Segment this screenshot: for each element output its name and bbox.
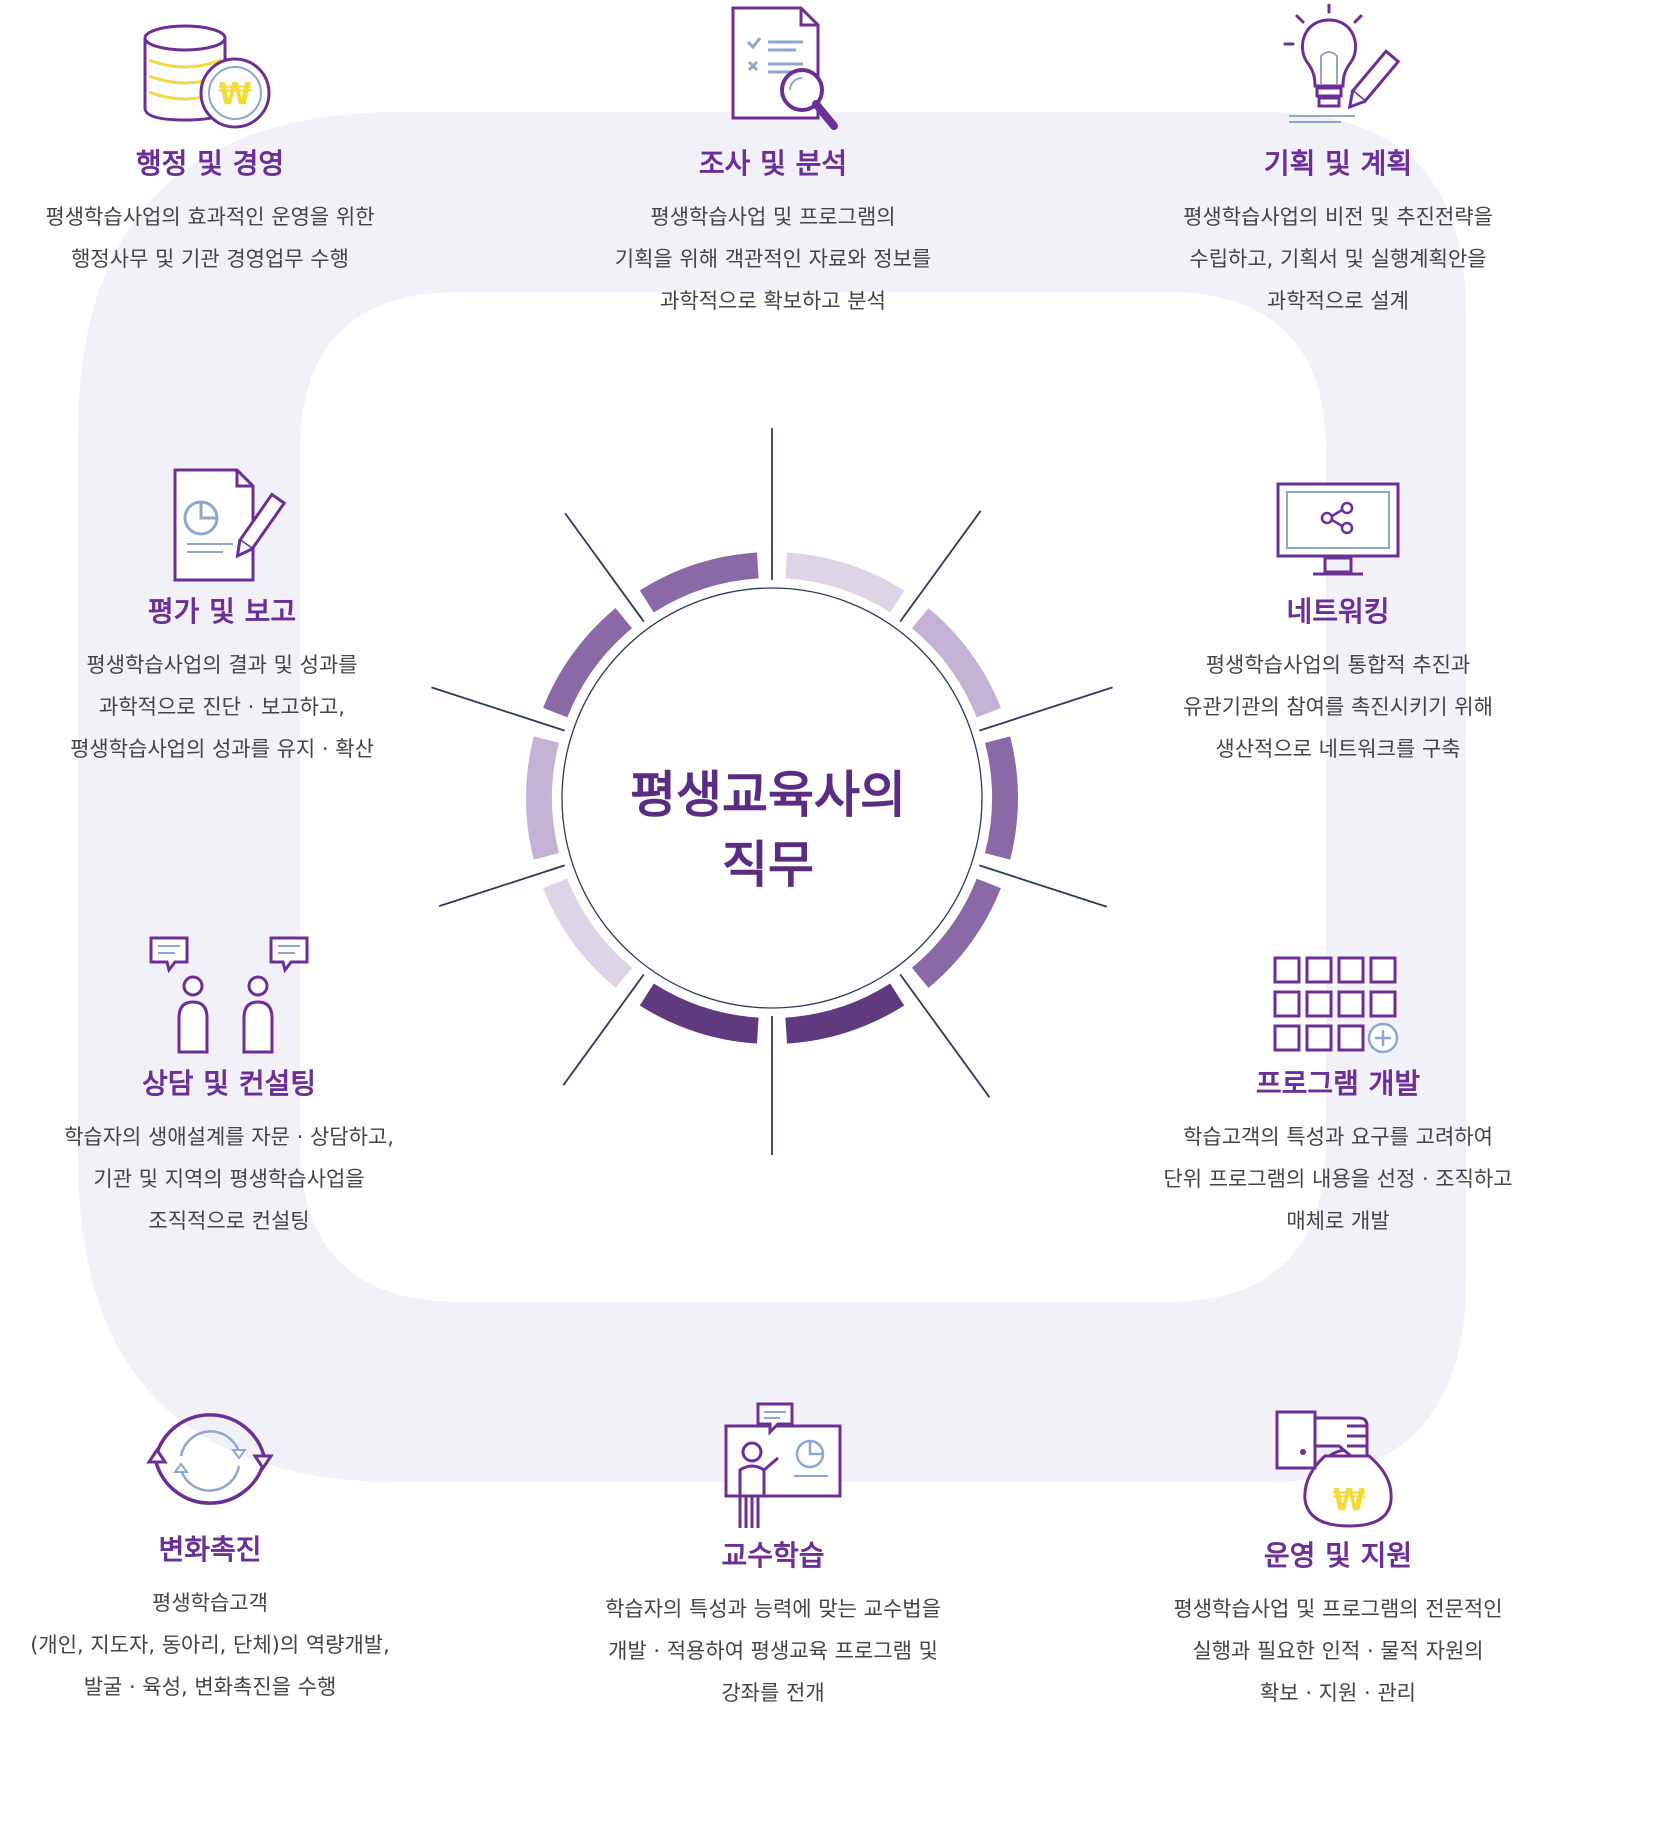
desc-line: 개발 · 적용하여 평생교육 프로그램 및 bbox=[608, 1639, 938, 1663]
desc-line: 평생학습사업의 효과적인 운영을 위한 bbox=[45, 205, 375, 229]
card-support: ₩ 운영 및 지원 평생학습사업 및 프로그램의 전문적인 실행과 필요한 인적… bbox=[1128, 1400, 1548, 1714]
radial-divider bbox=[562, 973, 645, 1086]
ring-segment bbox=[639, 983, 759, 1044]
desc-line: 실행과 필요한 인적 · 물적 자원의 bbox=[1192, 1639, 1484, 1663]
card-title-change: 변화촉진 bbox=[158, 1533, 262, 1566]
card-desc-planning: 평생학습사업의 비전 및 추진전략을 수립하고, 기획서 및 실행계획안을 과학… bbox=[1128, 196, 1548, 322]
cycle-arrows-icon bbox=[146, 1413, 274, 1505]
radial-divider bbox=[899, 973, 991, 1098]
lightbulb-pencil-icon bbox=[1283, 4, 1401, 123]
desc-line: 평생학습사업의 비전 및 추진전략을 bbox=[1183, 205, 1493, 229]
card-title-consult: 상담 및 컨설팅 bbox=[141, 1067, 317, 1100]
card-evaluation: 평가 및 보고 평생학습사업의 결과 및 성과를 과학적으로 진단 · 보고하고… bbox=[12, 466, 432, 770]
radial-divider bbox=[438, 864, 565, 908]
card-title-program: 프로그램 개발 bbox=[1255, 1067, 1421, 1100]
ring-segment bbox=[785, 983, 905, 1044]
card-planning: 기획 및 계획 평생학습사업의 비전 및 추진전략을 수립하고, 기획서 및 실… bbox=[1128, 4, 1548, 322]
center-title-line-1: 평생교육사의 bbox=[630, 766, 906, 824]
radial-divider bbox=[979, 686, 1113, 732]
card-title-teaching: 교수학습 bbox=[721, 1539, 825, 1572]
card-consult: 상담 및 컨설팅 학습자의 생애설계를 자문 · 상담하고, 기관 및 지역의 … bbox=[19, 934, 439, 1242]
two-people-chat-icon bbox=[149, 936, 309, 1054]
inner-ring bbox=[561, 587, 983, 1009]
radial-divider bbox=[564, 512, 645, 623]
card-desc-network: 평생학습사업의 통합적 추진과 유관기관의 참여를 촉진시키기 위해 생산적으로… bbox=[1128, 644, 1548, 770]
monitor-share-icon bbox=[1276, 482, 1400, 576]
desc-line: 과학적으로 확보하고 분석 bbox=[660, 289, 886, 313]
radial-divider bbox=[899, 510, 982, 623]
desc-line: 평생학습고객 bbox=[152, 1591, 268, 1615]
presenter-board-icon bbox=[724, 1402, 842, 1528]
coin-stack-won-icon: ₩ bbox=[143, 24, 271, 129]
desc-line: 확보 · 지원 · 관리 bbox=[1260, 1681, 1416, 1705]
card-desc-admin: 평생학습사업의 효과적인 운영을 위한 행정사무 및 기관 경영업무 수행 bbox=[0, 196, 420, 280]
ring-segment bbox=[785, 552, 905, 613]
desc-line: 과학적으로 설계 bbox=[1267, 289, 1409, 313]
radial-divider bbox=[979, 864, 1108, 908]
card-desc-program: 학습고객의 특성과 요구를 고려하여 단위 프로그램의 내용을 선정 · 조직하… bbox=[1128, 1116, 1548, 1242]
card-program: 프로그램 개발 학습고객의 특성과 요구를 고려하여 단위 프로그램의 내용을 … bbox=[1128, 954, 1548, 1242]
card-desc-teaching: 학습자의 특성과 능력에 맞는 교수법을 개발 · 적용하여 평생교육 프로그램… bbox=[563, 1588, 983, 1714]
grid-add-icon bbox=[1273, 956, 1399, 1054]
desc-line: 평생학습사업 및 프로그램의 bbox=[650, 205, 896, 229]
desc-line: 강좌를 전개 bbox=[721, 1681, 825, 1705]
desc-line: 평생학습사업의 성과를 유지 · 확산 bbox=[70, 737, 374, 761]
document-magnifier-icon bbox=[731, 6, 838, 130]
desc-line: 발굴 · 육성, 변화촉진을 수행 bbox=[83, 1675, 337, 1699]
desc-line: 조직적으로 컨설팅 bbox=[148, 1209, 310, 1233]
radial-divider bbox=[431, 686, 565, 732]
card-title-evaluation: 평가 및 보고 bbox=[147, 595, 297, 628]
card-title-research: 조사 및 분석 bbox=[698, 147, 848, 180]
card-change: 변화촉진 평생학습고객 (개인, 지도자, 동아리, 단체)의 역량개발, 발굴… bbox=[0, 1400, 420, 1708]
desc-line: 행정사무 및 기관 경영업무 수행 bbox=[71, 247, 349, 271]
card-teaching: 교수학습 학습자의 특성과 능력에 맞는 교수법을 개발 · 적용하여 평생교육… bbox=[563, 1400, 983, 1714]
desc-line: 유관기관의 참여를 촉진시키기 위해 bbox=[1183, 695, 1493, 719]
ring-segment bbox=[526, 736, 560, 860]
card-desc-consult: 학습자의 생애설계를 자문 · 상담하고, 기관 및 지역의 평생학습사업을 조… bbox=[19, 1116, 439, 1242]
center-title: 평생교육사의 직무 bbox=[568, 760, 968, 900]
desc-line: 학습자의 특성과 능력에 맞는 교수법을 bbox=[605, 1597, 941, 1621]
card-title-network: 네트워킹 bbox=[1286, 595, 1390, 628]
center-title-line-2: 직무 bbox=[722, 836, 814, 894]
desc-line: 단위 프로그램의 내용을 선정 · 조직하고 bbox=[1163, 1167, 1513, 1191]
svg-text:₩: ₩ bbox=[1332, 1483, 1365, 1518]
card-title-planning: 기획 및 계획 bbox=[1263, 147, 1413, 180]
card-desc-evaluation: 평생학습사업의 결과 및 성과를 과학적으로 진단 · 보고하고, 평생학습사업… bbox=[12, 644, 432, 770]
desc-line: 평생학습사업의 통합적 추진과 bbox=[1205, 653, 1471, 677]
ring-segment bbox=[543, 878, 633, 988]
ring-segment bbox=[984, 736, 1018, 860]
card-research: 조사 및 분석 평생학습사업 및 프로그램의 기획을 위해 객관적인 자료와 정… bbox=[563, 4, 983, 322]
svg-text:₩: ₩ bbox=[218, 77, 251, 112]
card-title-admin: 행정 및 경영 bbox=[135, 147, 285, 180]
card-desc-change: 평생학습고객 (개인, 지도자, 동아리, 단체)의 역량개발, 발굴 · 육성… bbox=[0, 1582, 420, 1708]
card-network: 네트워킹 평생학습사업의 통합적 추진과 유관기관의 참여를 촉진시키기 위해 … bbox=[1128, 478, 1548, 770]
desc-line: 학습자의 생애설계를 자문 · 상담하고, bbox=[64, 1125, 394, 1149]
desc-line: 평생학습사업의 결과 및 성과를 bbox=[86, 653, 358, 677]
card-desc-research: 평생학습사업 및 프로그램의 기획을 위해 객관적인 자료와 정보를 과학적으로… bbox=[563, 196, 983, 322]
desc-line: 수립하고, 기획서 및 실행계획안을 bbox=[1189, 247, 1487, 271]
ring-segment bbox=[911, 608, 1001, 718]
desc-line: 기획을 위해 객관적인 자료와 정보를 bbox=[614, 247, 932, 271]
ring-segment bbox=[911, 878, 1001, 988]
desc-line: 기관 및 지역의 평생학습사업을 bbox=[93, 1167, 365, 1191]
desc-line: 평생학습사업 및 프로그램의 전문적인 bbox=[1173, 1597, 1503, 1621]
ring-segment bbox=[639, 552, 759, 613]
report-chart-pencil-icon bbox=[173, 468, 287, 582]
ring-segment bbox=[543, 608, 633, 718]
hand-money-bag-icon: ₩ bbox=[1275, 1410, 1393, 1528]
desc-line: 생산적으로 네트워크를 구축 bbox=[1215, 737, 1461, 761]
desc-line: 학습고객의 특성과 요구를 고려하여 bbox=[1183, 1125, 1493, 1149]
desc-line: 매체로 개발 bbox=[1286, 1209, 1390, 1233]
card-admin: ₩ 행정 및 경영 평생학습사업의 효과적인 운영을 위한 행정사무 및 기관 … bbox=[0, 18, 420, 280]
card-desc-support: 평생학습사업 및 프로그램의 전문적인 실행과 필요한 인적 · 물적 자원의 … bbox=[1128, 1588, 1548, 1714]
desc-line: 과학적으로 진단 · 보고하고, bbox=[99, 695, 345, 719]
card-title-support: 운영 및 지원 bbox=[1263, 1539, 1413, 1572]
desc-line: (개인, 지도자, 동아리, 단체)의 역량개발, bbox=[30, 1633, 390, 1657]
